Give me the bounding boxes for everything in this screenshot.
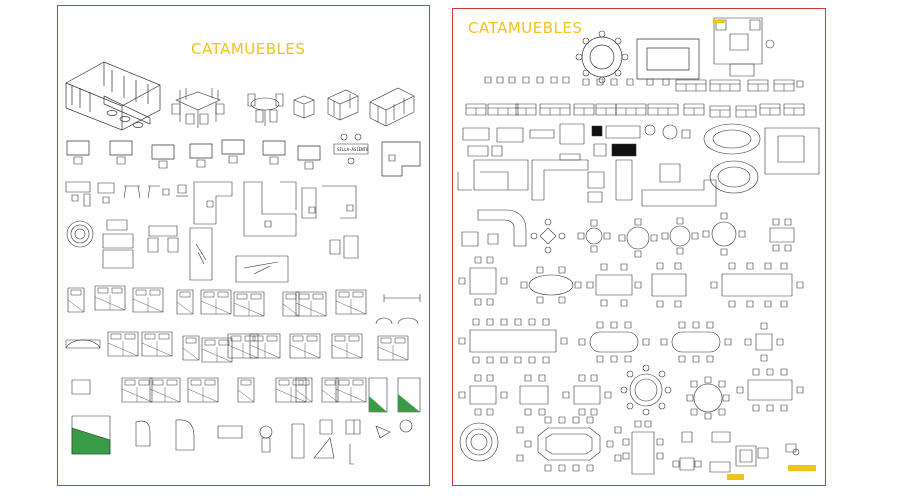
- kitchen-bar-isometric: [66, 62, 160, 130]
- left-sheet-title: CATAMUEBLES: [191, 40, 306, 58]
- dining-tables-row-1: [530, 212, 794, 258]
- loveseat-isometric: [328, 90, 358, 120]
- living-set-top: [714, 18, 774, 76]
- right-sheet-title: CATAMUEBLES: [468, 19, 583, 37]
- bottom-row-left: [72, 416, 412, 464]
- beds-row-2: [66, 318, 418, 363]
- dining-set-isometric: [172, 88, 224, 128]
- rect-table-10: [637, 39, 699, 79]
- right-drawing-sheet: [452, 8, 826, 486]
- sectionals: [458, 160, 716, 246]
- beds-row-1: [67, 285, 420, 317]
- tag-block: SILLA-ASIENTO: [334, 133, 369, 165]
- dining-tables-row-5: [460, 416, 799, 474]
- corner-workstation: [382, 142, 420, 176]
- desk-blocks-row: [66, 139, 321, 170]
- workstation-blocks: [66, 182, 356, 247]
- armchair-isometric: [294, 96, 314, 118]
- sofa-isometric: [370, 88, 414, 126]
- tag-label: SILLA-ASIENTO: [337, 147, 369, 152]
- dining-tables-row-2: [458, 256, 804, 308]
- left-drawing-sheet: [57, 5, 430, 486]
- dining-tables-row-3: [458, 318, 784, 364]
- sofa-row: [465, 103, 805, 118]
- lounge-blocks: [103, 220, 358, 282]
- misc-row: [463, 124, 819, 193]
- beds-row-3: [72, 377, 420, 412]
- round-dining-isometric: [248, 94, 283, 126]
- round-table-8: [575, 30, 629, 84]
- yellow-marker-top: [713, 20, 725, 23]
- dining-tables-row-4: [458, 364, 804, 420]
- yellow-markers-bottom: [727, 465, 816, 480]
